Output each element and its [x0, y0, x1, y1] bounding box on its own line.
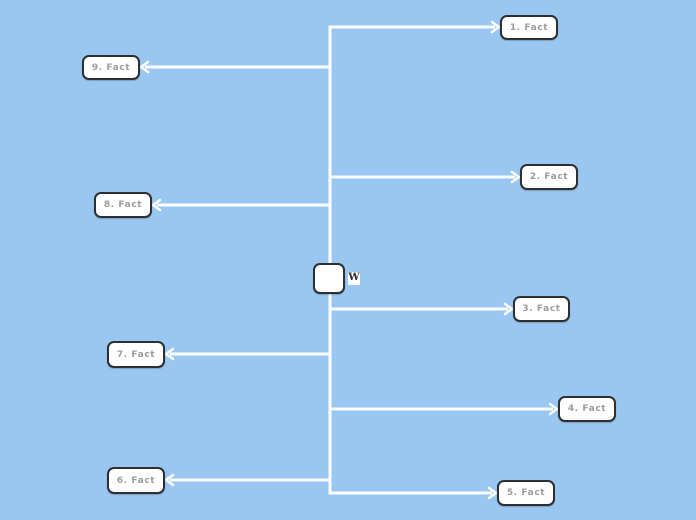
arrowhead-icon [510, 170, 522, 184]
arrowhead-icon [548, 402, 560, 416]
fact-label: 6. Fact [116, 475, 156, 486]
fact-label: 3. Fact [522, 304, 561, 314]
fact-label: 7. Fact [116, 349, 156, 360]
fact-label: 9. Fact [91, 62, 131, 73]
arrowhead-icon [490, 20, 502, 34]
fact-label: 4. Fact [567, 404, 607, 414]
fact-label: 8. Fact [103, 200, 143, 210]
fact-node-3[interactable]: 3. Fact [513, 296, 570, 322]
fact-node-1[interactable]: 1. Fact [500, 15, 558, 40]
arrowhead-icon [503, 302, 515, 316]
fact-node-8[interactable]: 8. Fact [94, 192, 152, 218]
wikipedia-w-icon: W [348, 272, 360, 285]
fact-label: 2. Fact [529, 172, 569, 182]
fact-node-5[interactable]: 5. Fact [497, 480, 555, 506]
arrowhead-icon [138, 60, 150, 74]
fact-label: 1. Fact [509, 22, 549, 33]
fact-label: 5. Fact [506, 488, 546, 498]
fact-node-7[interactable]: 7. Fact [107, 341, 165, 368]
fact-node-6[interactable]: 6. Fact [107, 467, 165, 494]
arrowhead-icon [150, 198, 162, 212]
arrowhead-icon [163, 473, 175, 487]
fact-node-2[interactable]: 2. Fact [520, 164, 578, 190]
fact-node-9[interactable]: 9. Fact [82, 55, 140, 80]
fact-node-4[interactable]: 4. Fact [558, 396, 616, 422]
arrowhead-icon [487, 486, 499, 500]
central-node[interactable] [313, 263, 345, 294]
arrowhead-icon [163, 347, 175, 361]
